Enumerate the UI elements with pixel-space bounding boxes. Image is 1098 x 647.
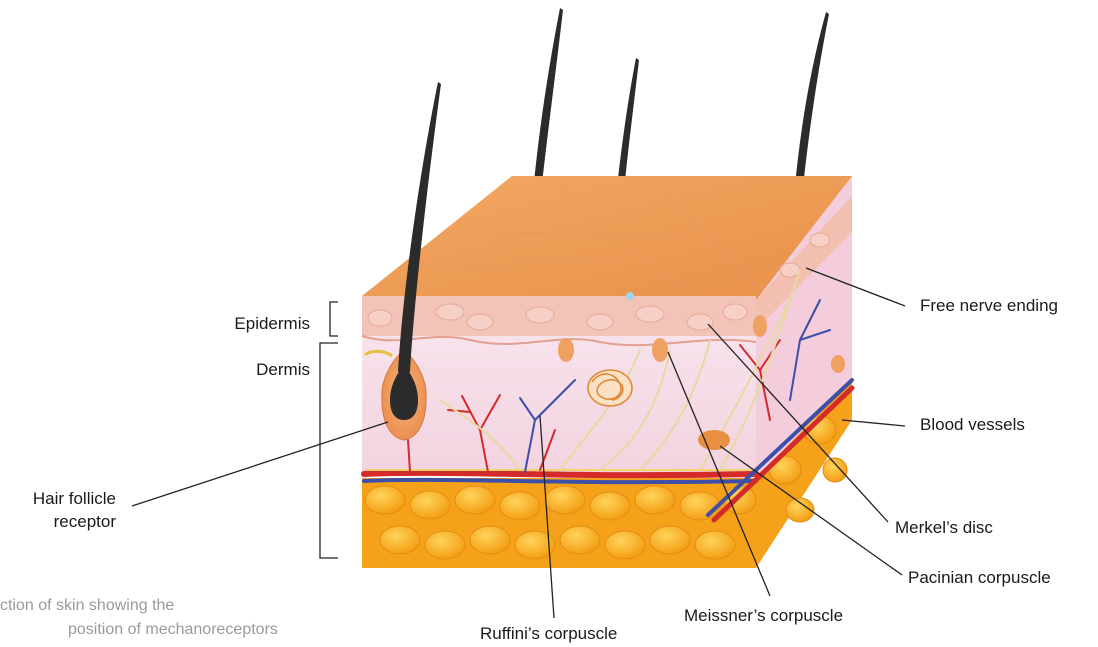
label-hair-follicle-line2: receptor xyxy=(2,512,116,532)
figure-caption-line1: ction of skin showing the xyxy=(0,596,174,615)
label-dermis: Dermis xyxy=(200,360,310,380)
label-hair-follicle-line1: Hair follicle xyxy=(2,489,116,509)
label-merkels-disc: Merkel’s disc xyxy=(895,518,993,538)
ruffini-corpuscle xyxy=(588,370,632,406)
figure-caption-line2: position of mechanoreceptors xyxy=(68,620,278,639)
label-ruffinis-corpuscle: Ruffini’s corpuscle xyxy=(480,624,617,644)
label-meissners-corpuscle: Meissner’s corpuscle xyxy=(684,606,843,626)
label-epidermis: Epidermis xyxy=(200,314,310,334)
label-free-nerve-ending: Free nerve ending xyxy=(920,296,1058,316)
layer-brackets xyxy=(320,302,338,558)
label-pacinian-corpuscle: Pacinian corpuscle xyxy=(908,568,1051,588)
label-blood-vessels: Blood vessels xyxy=(920,415,1025,435)
